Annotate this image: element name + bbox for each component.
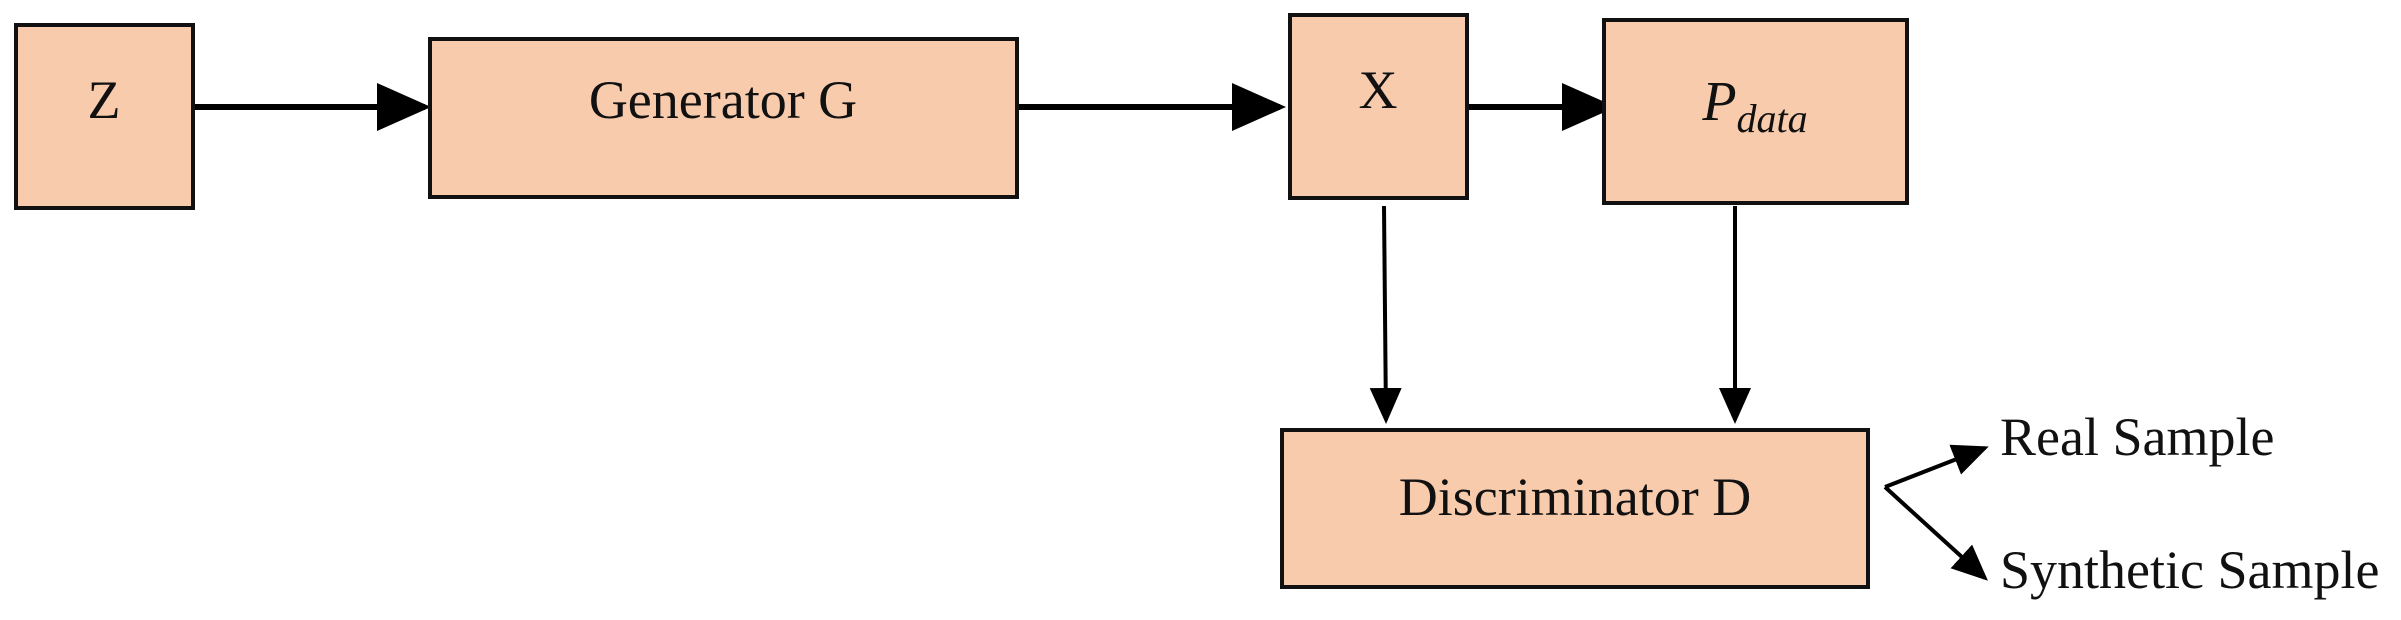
node-z: Z	[14, 23, 195, 210]
node-pdata: Pdata	[1602, 18, 1909, 205]
output-real-sample-label: Real Sample	[2000, 407, 2274, 467]
node-x: X	[1288, 13, 1469, 200]
node-generator: Generator G	[428, 37, 1019, 199]
edge-discriminator-to-synthetic	[1883, 485, 1988, 581]
edge-discriminator-to-real	[1884, 444, 1989, 489]
edge-x-to-discriminator	[1369, 205, 1402, 424]
node-generator-label: Generator G	[589, 70, 857, 130]
node-x-label: X	[1359, 60, 1398, 120]
node-pdata-label-sub: data	[1737, 96, 1808, 141]
node-discriminator: Discriminator D	[1280, 428, 1870, 589]
node-z-label: Z	[88, 70, 121, 130]
node-pdata-label: Pdata	[1701, 71, 1807, 141]
output-synthetic-sample-label: Synthetic Sample	[2000, 540, 2379, 600]
node-pdata-label-main: P	[1701, 71, 1736, 133]
node-discriminator-label: Discriminator D	[1399, 467, 1751, 527]
